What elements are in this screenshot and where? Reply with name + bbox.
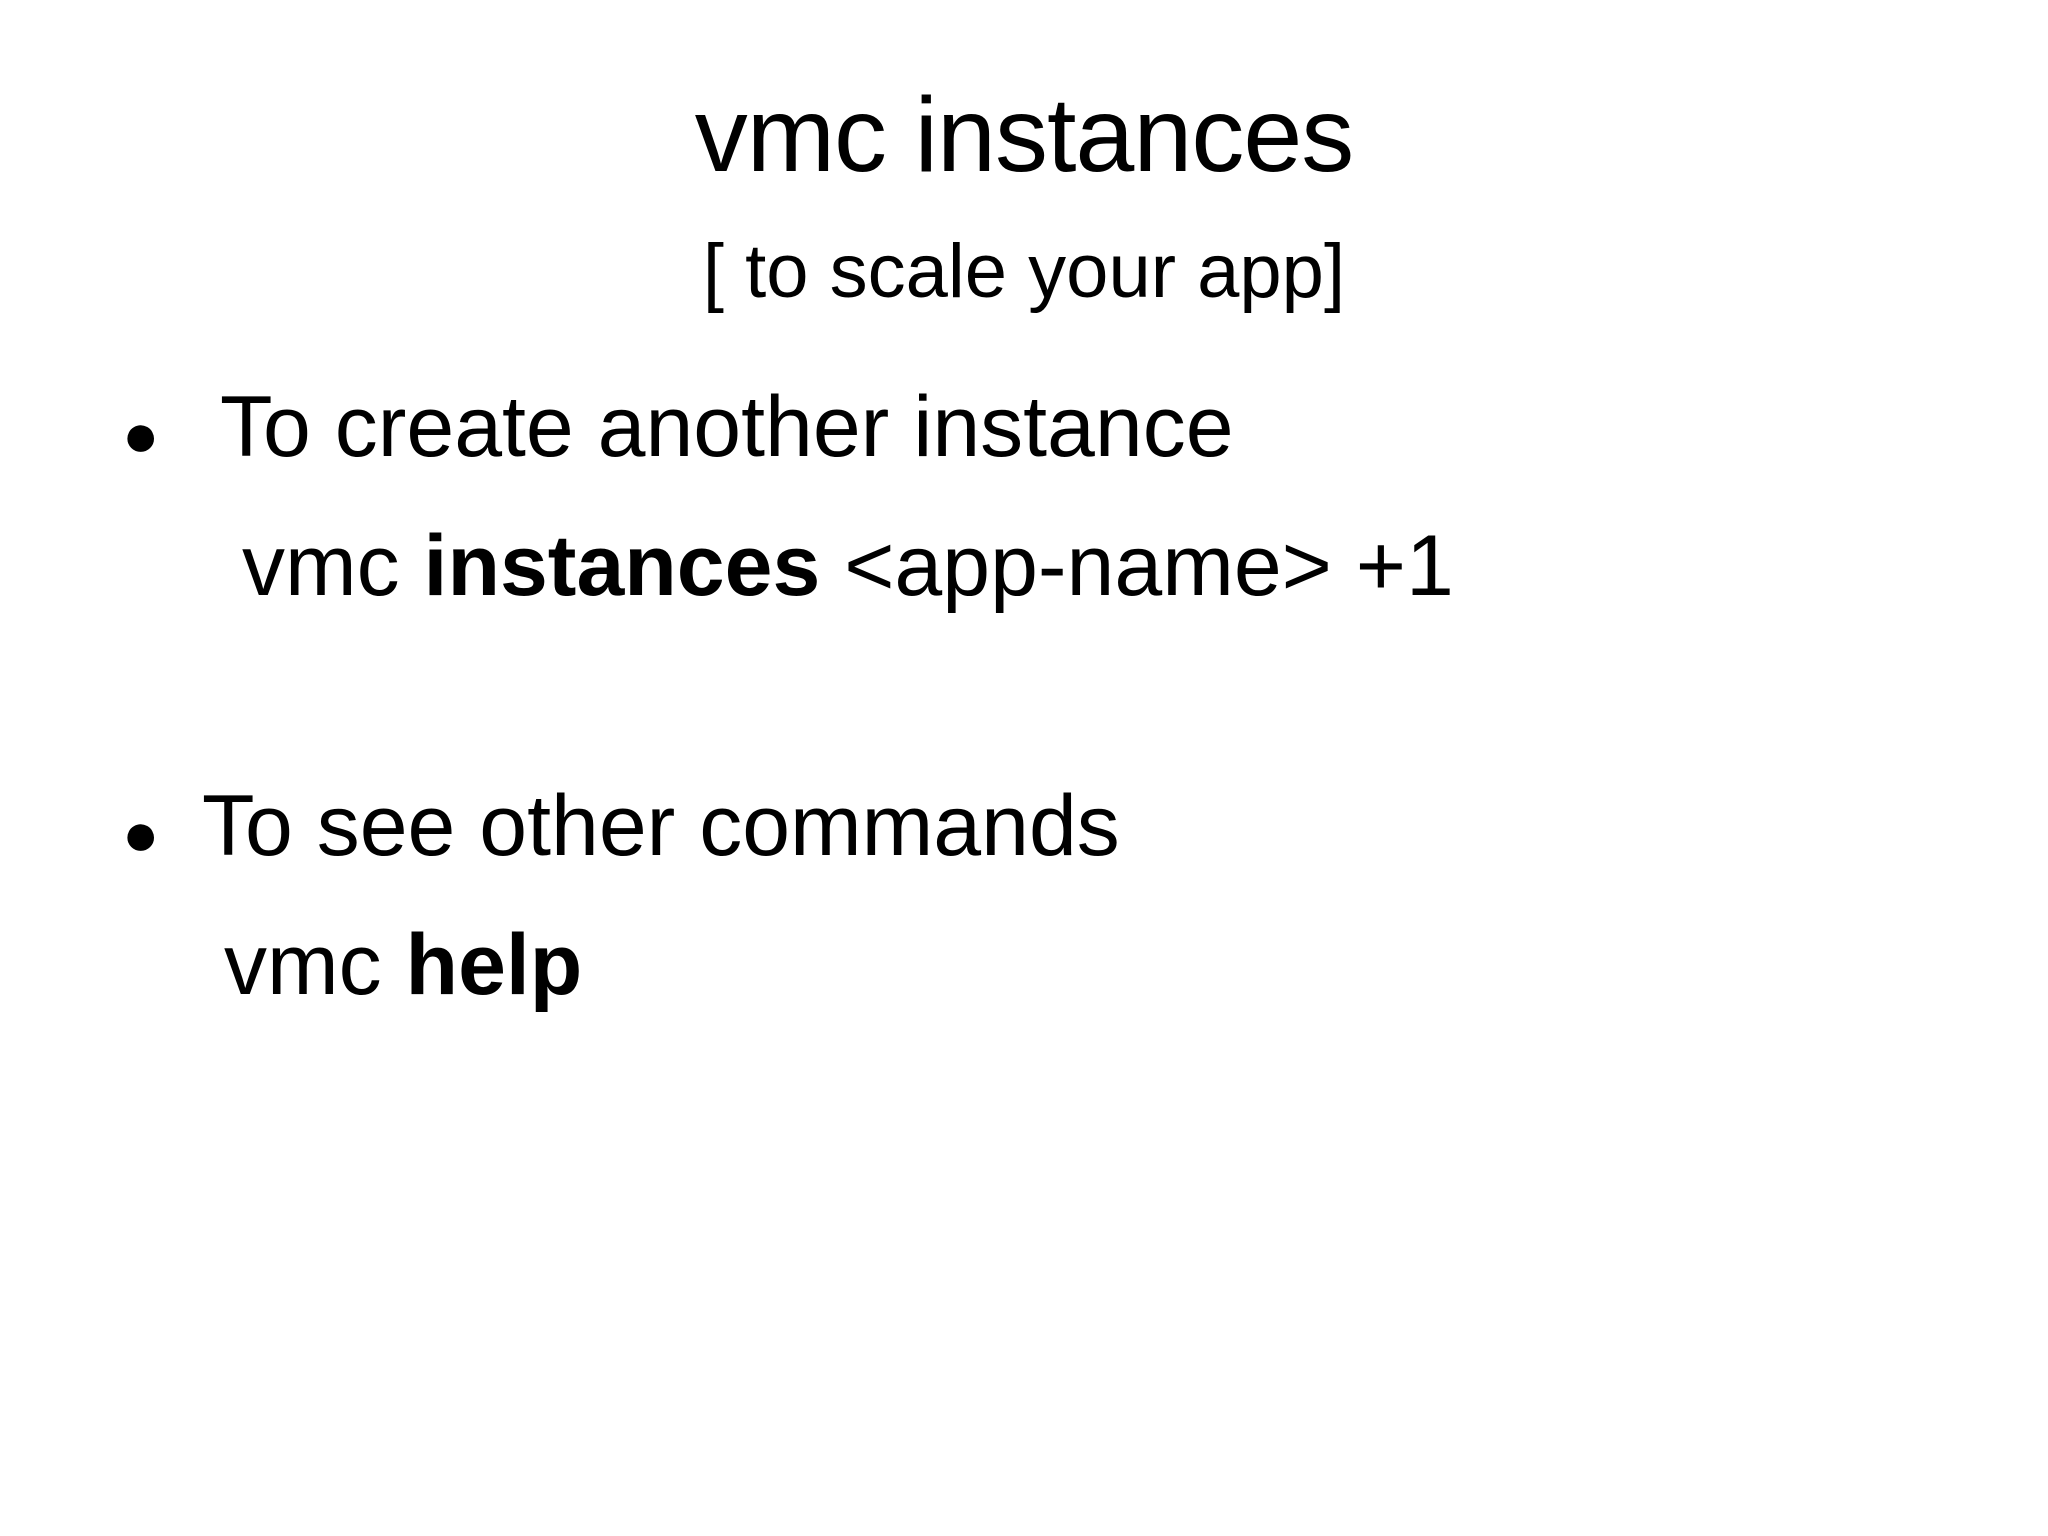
bullet-dot-icon: ●: [122, 400, 160, 470]
command-line-help: vmc help: [224, 900, 2048, 1030]
command-suffix: <app-name> +1: [820, 517, 1454, 614]
bullet-text: To create another instance: [220, 378, 1234, 475]
command-keyword: instances: [423, 517, 821, 614]
command-keyword: help: [405, 916, 583, 1013]
slide-subtitle: [ to scale your app]: [702, 228, 1346, 314]
slide-body: ● To create another instance vmc instanc…: [0, 362, 2048, 1030]
command-line-instances: vmc instances <app-name> +1: [242, 501, 2048, 631]
command-prefix: vmc: [224, 916, 406, 1013]
blank-line: [0, 631, 2048, 761]
command-prefix: vmc: [242, 517, 424, 614]
bullet-item-create-instance: ● To create another instance: [0, 362, 2048, 501]
slide-title: vmc instances: [694, 76, 1355, 194]
bullet-item-other-commands: ● To see other commands: [0, 761, 2048, 900]
bullet-text: To see other commands: [202, 777, 1120, 874]
bullet-dot-icon: ●: [122, 799, 160, 869]
